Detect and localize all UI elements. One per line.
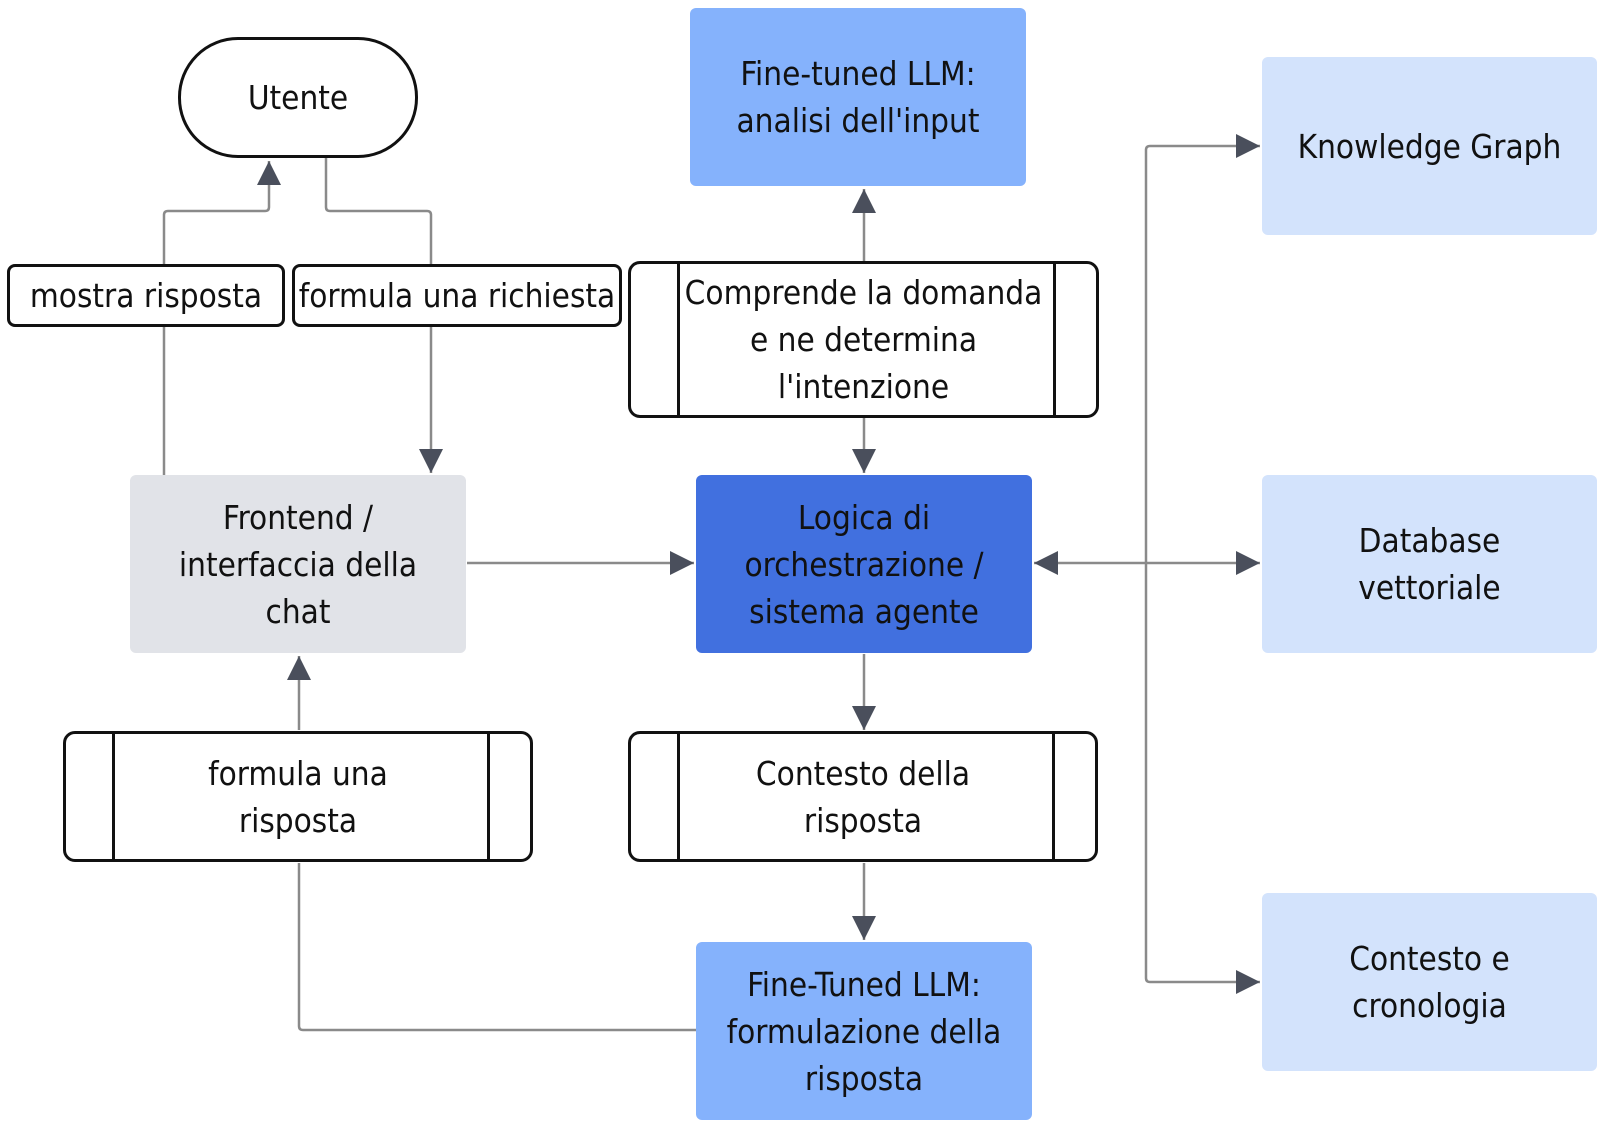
contesto-risposta-process: Contesto della risposta <box>628 731 1098 862</box>
knowledge-graph-node: Knowledge Graph <box>1262 57 1597 235</box>
edge-frontend-to-utente <box>162 161 281 475</box>
edge-hub-to-knowledge-graph <box>1144 134 1260 563</box>
llm-output-node: Fine-Tuned LLM: formulazione della rispo… <box>696 942 1032 1120</box>
formula-risposta-process: formula una risposta <box>63 731 533 862</box>
frontend-node: Frontend / interfaccia della chat <box>130 475 466 653</box>
edge-llm-output-to-frontend-path <box>297 863 696 1032</box>
formula-richiesta-label: formula una richiesta <box>292 264 622 327</box>
database-vettoriale-node: Database vettoriale <box>1262 475 1597 653</box>
llm-input-node: Fine-tuned LLM: analisi dell'input <box>690 8 1026 186</box>
mostra-risposta-label: mostra risposta <box>7 264 285 327</box>
edge-hub-to-contesto-cronologia <box>1144 563 1260 994</box>
utente-node: Utente <box>178 37 418 158</box>
edge-utente-to-frontend <box>324 156 443 473</box>
logica-orchestrazione-node: Logica di orchestrazione / sistema agent… <box>696 475 1032 653</box>
contesto-cronologia-node: Contesto e cronologia <box>1262 893 1597 1071</box>
comprende-domanda-process: Comprende la domanda e ne determina l'in… <box>628 261 1099 418</box>
